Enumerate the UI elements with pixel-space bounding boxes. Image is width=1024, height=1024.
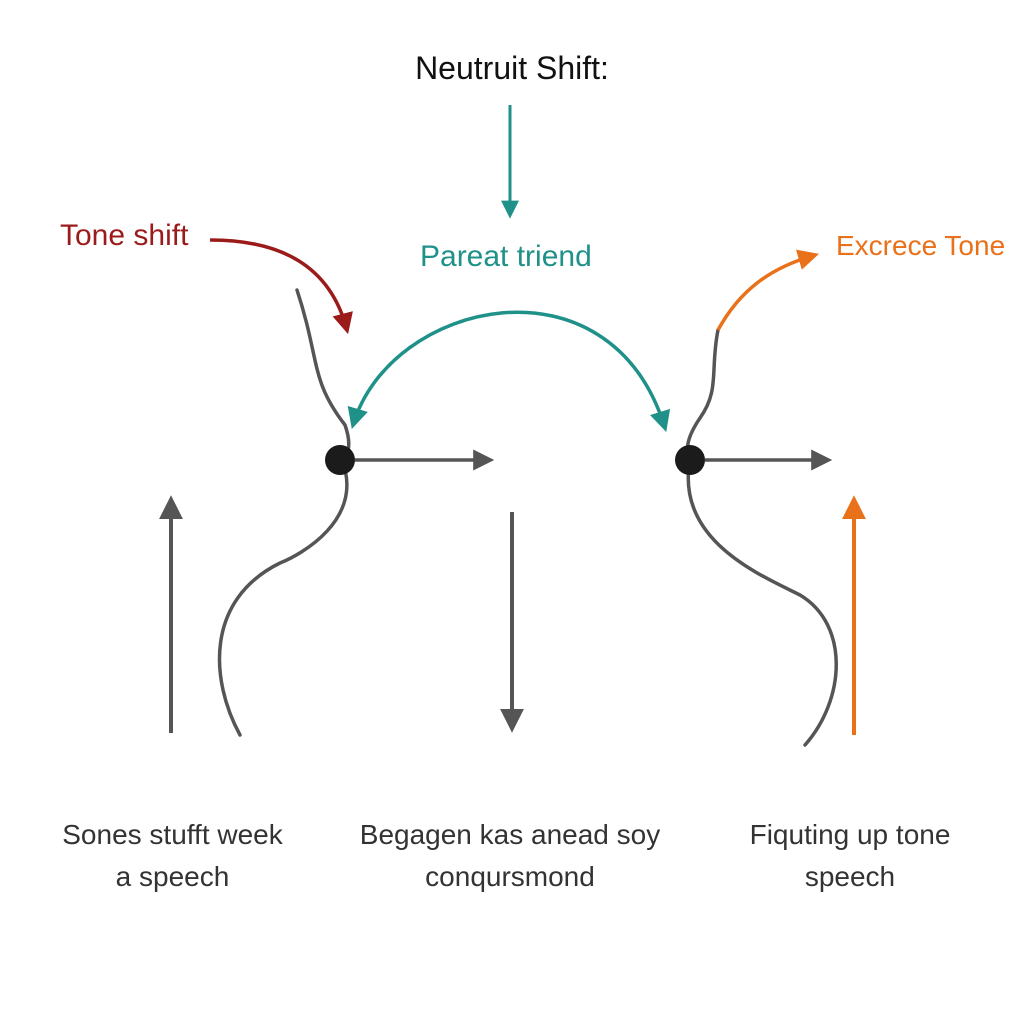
tone-shift-arrow [209,238,353,335]
left-caption-line-1: Sones stufft week [62,819,283,850]
tone-shift-label: Tone shift [60,219,189,252]
right-caption: Fiquting up tone speech [720,814,980,898]
middle-caption-line-1: Begagen kas anead soy [359,819,661,850]
middle-caption-line-2: conqursmond [425,861,595,892]
left-profile-line [217,288,351,737]
right-caption-line-1: Fiquting up tone [749,819,951,850]
right-origin-dot [675,445,705,475]
left-caption-line-2: a speech [115,861,230,892]
excrete-tone-label: Excrece Tone [836,230,1006,261]
excrete-tone-arrow [716,249,820,331]
middle-caption: Begagen kas anead soy conqursmond [350,814,670,898]
right-profile-line [685,328,838,747]
right-caption-line-2: speech [804,861,896,892]
parent-trend-label: Pareat triend [420,240,592,273]
diagram-title: Neutruit Shift: [415,50,609,86]
left-origin-dot [325,445,355,475]
parent-trend-arc [347,310,671,433]
left-caption: Sones stufft week a speech [40,814,305,898]
